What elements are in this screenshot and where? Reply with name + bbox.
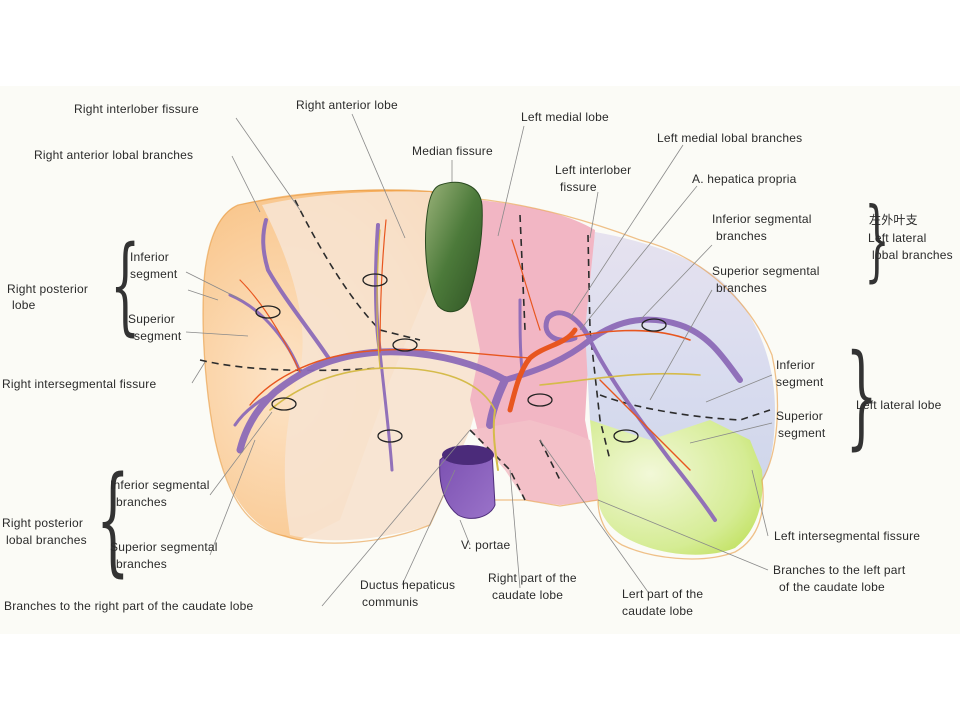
label-right-posterior-lobal-branches-line1: Right posterior <box>2 516 84 530</box>
gallbladder <box>425 181 483 313</box>
label-left-interlober-fissure-line1: Left interlober <box>555 163 632 177</box>
left-lateral-lobe-superior-region <box>585 232 775 485</box>
label-chinese-left-lateral-lobal-branches: 左外叶支 <box>869 213 918 227</box>
label-inferior-segment-right-line2: segment <box>130 267 178 281</box>
liver-outline <box>202 189 779 560</box>
label-branches-right-caudate: Branches to the right part of the caudat… <box>4 599 254 613</box>
label-left-intersegmental-fissure: Left intersegmental fissure <box>774 529 921 543</box>
label-left-inferior-segmental-branches-line2: branches <box>716 229 767 243</box>
label-left-part-caudate-line1: Lert part of the <box>622 587 704 601</box>
label-right-inferior-segmental-branches-line1: Inferior segmental <box>110 478 210 492</box>
label-superior-segment-left-line2: segment <box>778 426 826 440</box>
label-right-superior-segmental-branches-line2: branches <box>116 557 167 571</box>
brace-left-lateral-lobe: { <box>845 331 878 461</box>
label-v-portae: V. portae <box>461 538 511 552</box>
leader-lines <box>185 113 773 607</box>
label-right-posterior-lobe-line2: lobe <box>12 298 36 312</box>
label-inferior-segment-left-line2: segment <box>776 375 824 389</box>
label-left-lateral-lobal-branches-line1: Left lateral <box>868 231 927 245</box>
label-left-superior-segmental-branches-line2: branches <box>716 281 767 295</box>
label-branches-left-caudate-line2: of the caudate lobe <box>779 580 885 594</box>
label-left-superior-segmental-branches-line1: Superior segmental <box>712 264 820 278</box>
label-right-part-caudate-line2: caudate lobe <box>492 588 564 602</box>
label-inferior-segment-right-line1: Inferior <box>130 250 169 264</box>
label-right-anterior-lobal-branches: Right anterior lobal branches <box>34 148 194 162</box>
label-right-part-caudate-line1: Right part of the <box>488 571 577 585</box>
label-right-posterior-lobe-line1: Right posterior <box>7 282 89 296</box>
label-median-fissure: Median fissure <box>412 144 493 158</box>
label-right-inferior-segmental-branches-line2: branches <box>116 495 167 509</box>
label-left-lateral-lobe: Left lateral lobe <box>856 398 942 412</box>
label-a-hepatica-propria: A. hepatica propria <box>692 172 797 186</box>
brace-right-posterior-lobal-branches: { <box>96 450 130 588</box>
left-lateral-lobe-inferior-region <box>590 420 763 555</box>
bile-duct-tree <box>269 229 701 471</box>
branch-marker-loops <box>255 273 667 443</box>
portal-vein-tree <box>228 218 743 522</box>
label-right-posterior-lobal-branches-line2: lobal branches <box>6 533 87 547</box>
label-right-interlober-fissure: Right interlober fissure <box>74 102 199 116</box>
label-branches-left-caudate-line1: Branches to the left part <box>773 563 906 577</box>
label-superior-segment-right-line1: Superior <box>128 312 175 326</box>
label-left-medial-lobe: Left medial lobe <box>521 110 609 124</box>
brace-right-posterior-segments: { <box>110 223 141 346</box>
label-ductus-hepaticus-line2: communis <box>362 595 419 609</box>
label-inferior-segment-left-line1: Inferior <box>776 358 815 372</box>
vena-cava-lumen <box>442 445 494 465</box>
label-ductus-hepaticus-line1: Ductus hepaticus <box>360 578 456 592</box>
caudate-lobe-region <box>470 420 598 505</box>
label-left-lateral-lobal-branches-line2: lobal branches <box>872 248 953 262</box>
label-superior-segment-left-line1: Superior <box>776 409 823 423</box>
label-right-anterior-lobe: Right anterior lobe <box>296 98 398 112</box>
label-left-inferior-segmental-branches-line1: Inferior segmental <box>712 212 812 226</box>
label-right-intersegmental-fissure: Right intersegmental fissure <box>2 377 157 391</box>
label-left-part-caudate-line2: caudate lobe <box>622 604 694 618</box>
label-right-superior-segmental-branches-line1: Superior segmental <box>110 540 218 554</box>
label-left-medial-lobal-branches: Left medial lobal branches <box>657 131 803 145</box>
hepatic-artery-tree <box>239 219 691 471</box>
label-superior-segment-right-line2: segment <box>134 329 182 343</box>
label-left-interlober-fissure-line2: fissure <box>560 180 597 194</box>
